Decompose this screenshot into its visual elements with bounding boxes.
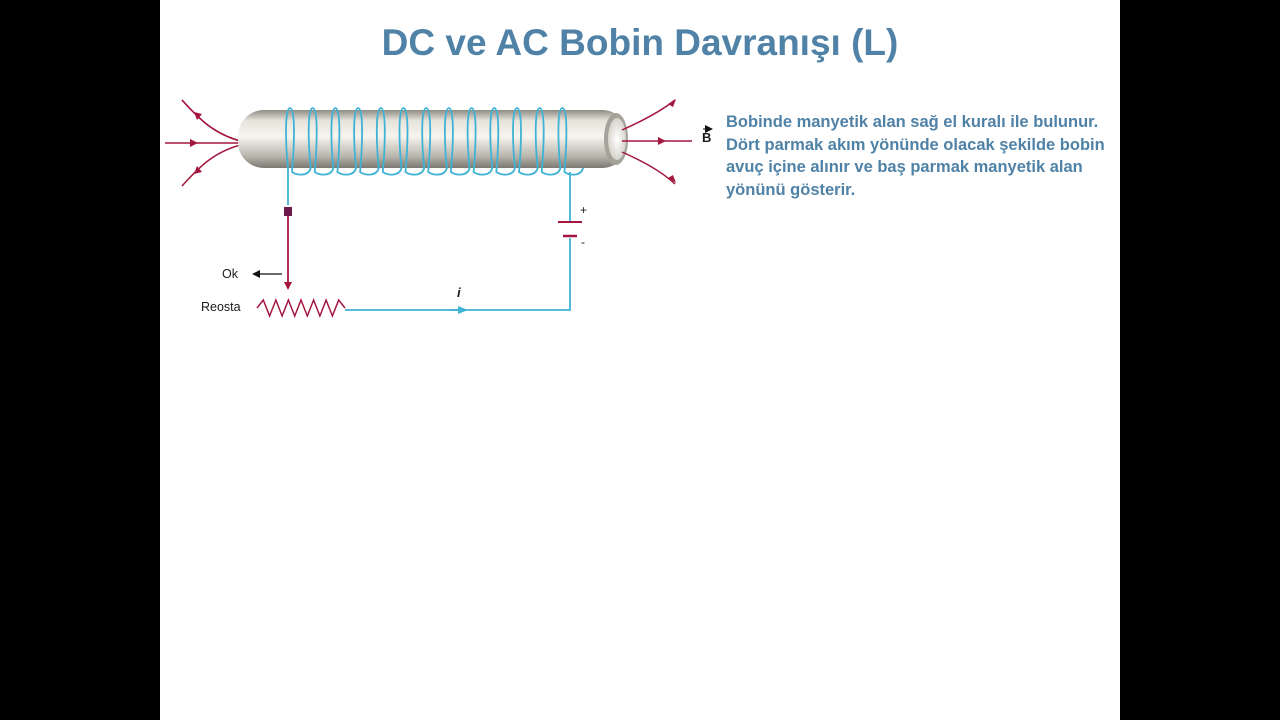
description-text: Bobinde manyetik alan sağ el kuralı ile … (726, 113, 1105, 199)
slide-title: DC ve AC Bobin Davranışı (L) (381, 22, 899, 63)
solenoid-coil (285, 107, 584, 176)
field-lines-left (165, 99, 245, 187)
field-arrows-left (190, 112, 202, 174)
field-arrows-right (658, 99, 676, 183)
coil-winding (285, 107, 584, 176)
battery-plus-label: + (580, 203, 587, 217)
field-b-label: B (702, 130, 711, 145)
circuit-wires (287, 168, 571, 311)
solenoid-circuit-diagram: B + - i Ok R (165, 99, 713, 319)
solenoid-tube (238, 110, 628, 168)
direction-ok-label: Ok (222, 267, 239, 281)
battery: + - (558, 203, 587, 249)
rheostat-slider (284, 207, 292, 290)
field-lines-right (621, 99, 692, 185)
slide: DC ve AC Bobin Davranışı (L) (160, 0, 1120, 720)
battery-minus-label: - (581, 235, 585, 249)
rheostat-resistor (256, 297, 346, 319)
current-label: i (457, 285, 461, 300)
rheostat-label: Reosta (201, 300, 241, 314)
